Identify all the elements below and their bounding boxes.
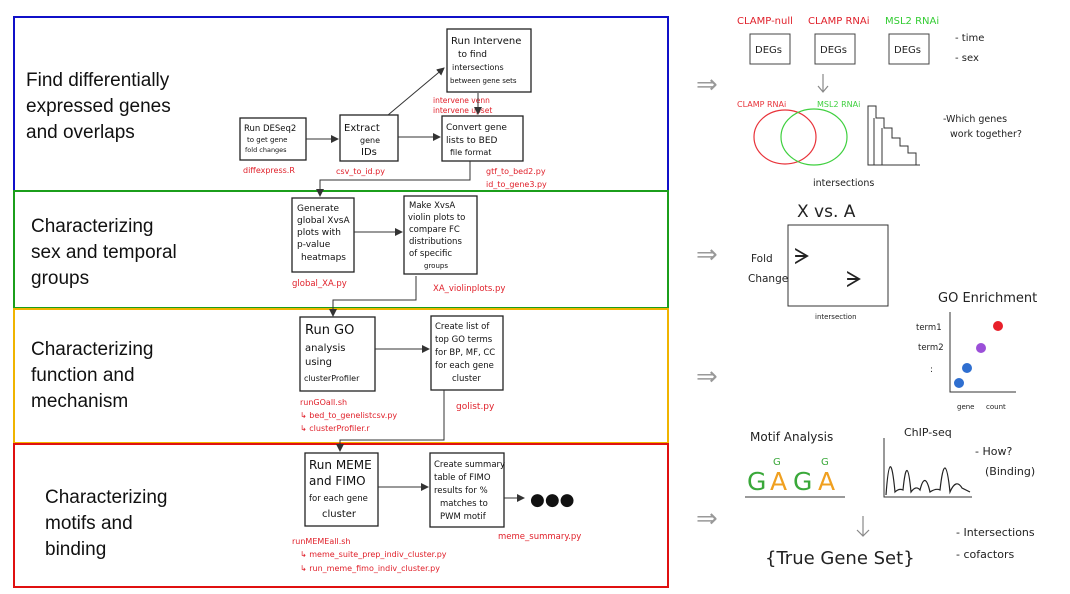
script-csv-to-id: csv_to_id.py <box>336 167 385 176</box>
box-go-text: Run GO analysis using clusterProfiler <box>0 0 377 384</box>
condition-label: CLAMP-null <box>737 16 793 27</box>
degs-label: DEGs <box>820 45 847 56</box>
stage-label-4: Characterizing motifs and binding <box>0 0 194 560</box>
degs-box <box>749 33 791 65</box>
box-intervene-text: Run Intervene to find intersections betw… <box>0 0 544 86</box>
double-arrow-icon: ⇒ <box>696 240 718 270</box>
stage-label-2: Characterizing sex and temporal groups <box>0 0 203 289</box>
box-meme <box>304 452 379 527</box>
stage-label-1: Find differentially expressed genes and … <box>0 0 197 143</box>
script-go: runGOall.sh ↳ bed_to_genelistcsv.py ↳ cl… <box>0 0 415 433</box>
condition-label: CLAMP RNAi <box>808 16 870 27</box>
box-violin-text: Make XvsA violin plots to compare FC dis… <box>0 0 484 271</box>
venn-label-msl2: MSL2 RNAi <box>817 100 860 109</box>
box-golist-text: Create list of top GO terms for BP, MF, … <box>0 0 514 384</box>
box-deseq2-text: Run DESeq2 to get gene fold changes <box>0 0 315 155</box>
double-arrow-icon: ⇒ <box>696 70 718 100</box>
degs-label: DEGs <box>894 45 921 56</box>
double-arrow-icon: ⇒ <box>696 504 718 534</box>
script-global-xa: global_XA.py <box>292 279 347 289</box>
xa-title: X vs. A <box>797 202 856 222</box>
double-arrow-icon: ⇒ <box>696 362 718 392</box>
go-axes <box>949 312 1016 393</box>
script-meme-summary: meme_summary.py <box>498 532 581 542</box>
go-title: GO Enrichment <box>938 291 1037 306</box>
xa-boxplot-glyph: ᗒ <box>846 268 862 293</box>
degs-box <box>814 33 856 65</box>
script-golist: golist.py <box>456 402 495 412</box>
box-global-xa-text: Generate global XvsA plots with p-value … <box>0 0 370 263</box>
script-xa-violin: XA_violinplots.py <box>433 284 505 294</box>
venn-circle-clamp <box>753 109 817 165</box>
condition-label: MSL2 RNAi <box>885 16 939 27</box>
true-gene-set: {True Gene Set} <box>765 548 915 569</box>
box-summary <box>429 452 505 528</box>
fold-change-label: Fold Change <box>0 0 805 285</box>
go-dot-blue <box>962 363 972 373</box>
motif-title: Motif Analysis <box>750 430 833 444</box>
go-dot-purple <box>976 343 986 353</box>
chip-axes <box>883 438 972 498</box>
go-axis-label: gene count <box>957 403 1006 411</box>
upset-plot <box>867 105 920 166</box>
script-meme: runMEMEall.sh ↳ meme_suite_prep_indiv_cl… <box>0 0 464 573</box>
ellipsis-dots: ●●● <box>530 490 575 510</box>
degs-box <box>888 33 930 65</box>
xa-plot-frame <box>787 224 889 307</box>
degs-label: DEGs <box>755 45 782 56</box>
stage-label-3: Characterizing function and mechanism <box>0 0 180 412</box>
venn-label-clamp: CLAMP RNAi <box>737 100 786 109</box>
chip-signal <box>885 466 971 496</box>
go-dot-blue <box>954 378 964 388</box>
box-meme-text: Run MEME and FIMO for each gene cluster <box>0 0 394 520</box>
box-convert <box>441 115 524 162</box>
intersections-label: intersections <box>813 178 874 189</box>
xa-boxplot-glyph: ᗒ <box>794 245 810 270</box>
xa-xlabel: intersection <box>815 313 857 321</box>
how-note: - How? (Binding) <box>975 445 1035 478</box>
box-extract <box>339 114 399 162</box>
script-diffexpress: diffexpress.R <box>243 166 295 175</box>
box-intervene <box>446 28 532 93</box>
box-global-xa <box>291 197 355 273</box>
motif-logo-top: G G <box>773 457 829 468</box>
final-list: - Intersections - cofactors <box>956 526 1035 561</box>
which-genes-note: -Which genes work together? <box>0 0 1037 140</box>
box-golist <box>430 315 504 391</box>
box-convert-text: Convert gene lists to BED file format <box>0 0 527 158</box>
script-intervene: intervene venn intervene upset <box>0 0 507 115</box>
motif-logo: G A G A <box>747 467 835 496</box>
box-extract-text: Extract gene IDs <box>0 0 402 158</box>
venn-circle-msl2 <box>780 108 848 166</box>
go-dot-red <box>993 321 1003 331</box>
box-go <box>299 316 376 392</box>
go-terms: term1 term2 : <box>916 323 944 375</box>
box-summary-text: Create summary table of FIMO results for… <box>0 0 524 522</box>
script-bed: gtf_to_bed2.py id_to_gene3.py <box>0 0 563 189</box>
time-sex-list: - time - sex <box>0 0 1007 64</box>
chip-title: ChIP-seq <box>904 426 952 439</box>
box-violin <box>403 195 478 275</box>
